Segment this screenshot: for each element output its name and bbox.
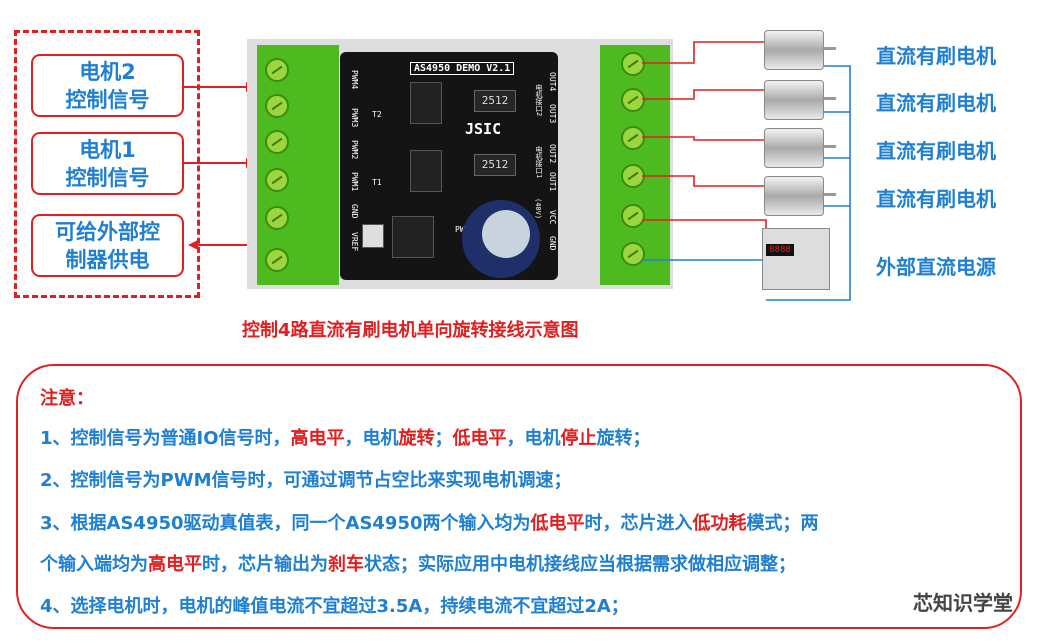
motor-label: 直流有刷电机 — [876, 91, 996, 115]
screw-terminal — [621, 88, 645, 112]
note-line-2: 2、控制信号为PWM信号时，可通过调节占空比来实现电机调速； — [40, 470, 572, 491]
note-segment: 停止 — [560, 428, 597, 449]
ldo-chip — [392, 216, 434, 258]
motor-shaft — [822, 97, 836, 100]
pin-label: VCC — [548, 210, 557, 225]
shunt-resistor: 2512 — [474, 90, 516, 112]
note-segment: 低电平 — [530, 513, 585, 534]
note-segment: 高电平 — [290, 428, 345, 449]
note-segment: 低电平 — [452, 428, 507, 449]
pin-label: OUT1 — [548, 172, 557, 192]
pin-label: PWM4 — [350, 70, 359, 90]
note-segment: ； — [434, 428, 453, 449]
notes-title: 注意： — [40, 388, 94, 409]
screw-terminal — [265, 94, 289, 118]
note-line-1: 1、控制信号为普通IO信号时，高电平，电机旋转；低电平，电机停止旋转； — [40, 424, 651, 450]
pin-label: GND — [350, 204, 359, 219]
watermark: 芯知识学堂 — [913, 591, 1013, 615]
screw-terminal — [265, 206, 289, 230]
notes-box — [16, 364, 1022, 629]
screw-terminal — [621, 242, 645, 266]
note-segment: 1、控制信号为普通IO信号时， — [40, 428, 291, 449]
driver-chip — [410, 150, 442, 192]
note-line-5: 4、选择电机时，电机的峰值电流不宜超过3.5A，持续电流不宜超过2A； — [40, 596, 629, 617]
dc-motor — [764, 128, 824, 168]
screw-terminal — [265, 58, 289, 82]
pin-label: GND — [548, 236, 557, 251]
dc-motor — [764, 80, 824, 120]
note-segment: 时，芯片进入 — [584, 513, 693, 534]
pin-label: PWM1 — [350, 172, 359, 192]
brand-logo: JSIC — [465, 120, 502, 138]
external-power-label: 可给外部控制器供电 — [31, 214, 184, 277]
dc-motor — [764, 30, 824, 70]
pin-label: OUT3 — [548, 104, 557, 124]
note-segment: ，电机 — [506, 428, 561, 449]
motor-shaft — [822, 193, 836, 196]
pin-label: VREF — [350, 232, 359, 252]
screw-terminal — [621, 204, 645, 228]
left-terminal-block — [257, 45, 339, 285]
motor-label: 直流有刷电机 — [876, 139, 996, 163]
note-segment: 个输入端均为 — [40, 554, 148, 575]
pin-label: PWM3 — [350, 108, 359, 128]
psu-display: 8888 — [766, 244, 794, 256]
pin-label: OUT4 — [548, 72, 557, 92]
screw-terminal — [621, 126, 645, 150]
screw-terminal — [265, 168, 289, 192]
note-segment: 旋转； — [596, 428, 651, 449]
screw-terminal — [621, 52, 645, 76]
note-segment: 低功耗 — [692, 513, 747, 534]
motor-shaft — [822, 145, 836, 148]
note-segment: 旋转 — [398, 428, 435, 449]
capacitor-top — [482, 210, 530, 258]
note-segment: 状态；实际应用中电机接线应当根据需求做相应调整； — [364, 554, 796, 575]
screw-terminal — [265, 248, 289, 272]
note-line-4: 个输入端均为高电平时，芯片输出为刹车状态；实际应用中电机接线应当根据需求做相应调… — [40, 550, 796, 576]
shunt-resistor: 2512 — [474, 154, 516, 176]
pin-label: OUT2 — [548, 144, 557, 164]
motor-port-mark: 电机接口1 — [535, 146, 543, 179]
t-mark: T1 — [372, 178, 382, 187]
diagram-caption: 控制4路直流有刷电机单向旋转接线示意图 — [242, 320, 579, 341]
dc-motor — [764, 176, 824, 216]
note-segment: 模式；两 — [746, 513, 819, 534]
screw-terminal — [265, 130, 289, 154]
note-segment: 3、根据AS4950驱动真值表，同一个AS4950两个输入均为 — [40, 513, 531, 534]
voltage-mark: (40V) — [534, 198, 542, 220]
driver-chip — [410, 82, 442, 124]
motor-port-mark: 电机接口2 — [535, 84, 543, 117]
note-segment: ，电机 — [344, 428, 399, 449]
dc-power-supply — [762, 228, 830, 290]
motor-wiring — [642, 41, 851, 301]
screw-terminal — [621, 164, 645, 188]
power-supply-label: 外部直流电源 — [876, 255, 996, 279]
pin-label: PWM2 — [350, 140, 359, 160]
note-segment: 高电平 — [148, 554, 202, 575]
regulator — [362, 224, 384, 248]
motor-shaft — [822, 47, 836, 50]
motor-label: 直流有刷电机 — [876, 44, 996, 68]
t-mark: T2 — [372, 110, 382, 119]
note-segment: 时，芯片输出为 — [202, 554, 328, 575]
note-segment: 刹车 — [328, 554, 364, 575]
board-title: AS4950 DEMO V2.1 — [410, 62, 515, 75]
note-line-3: 3、根据AS4950驱动真值表，同一个AS4950两个输入均为低电平时，芯片进入… — [40, 509, 819, 535]
motor-label: 直流有刷电机 — [876, 187, 996, 211]
